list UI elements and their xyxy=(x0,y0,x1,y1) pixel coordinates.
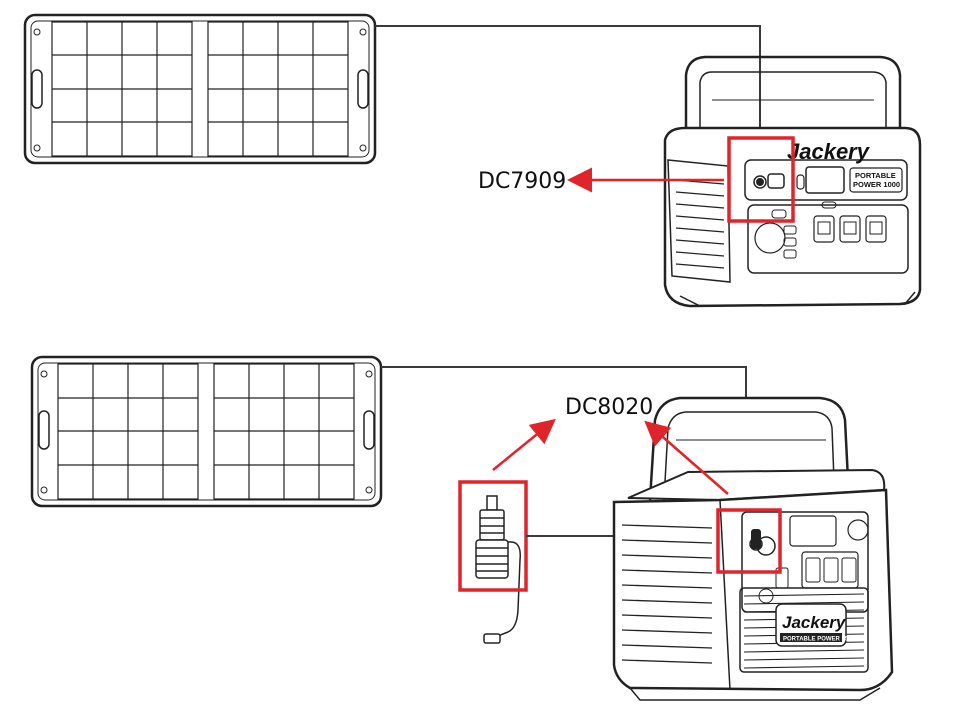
adapter-label-arrow xyxy=(492,418,556,471)
bottom-brand-logo: Jackery xyxy=(782,613,847,632)
solar-panel-bottom xyxy=(30,355,383,508)
top-model-line2: POWER 1000 xyxy=(853,180,900,189)
top-port-highlight xyxy=(727,136,795,223)
power-station-bottom xyxy=(612,396,894,701)
port-label-arrow xyxy=(644,420,729,495)
bottom-connector-label: DC8020 xyxy=(565,395,653,420)
bottom-port-highlight xyxy=(716,508,782,574)
top-connector-label: DC7909 xyxy=(478,169,566,194)
top-brand-logo: Jackery xyxy=(787,139,871,164)
solar-panel-top xyxy=(23,13,377,165)
bottom-model-line1: PORTABLE POWER 1500 xyxy=(783,637,856,643)
top-model-line1: PORTABLE xyxy=(855,171,896,180)
dc8020-adapter xyxy=(475,495,521,644)
